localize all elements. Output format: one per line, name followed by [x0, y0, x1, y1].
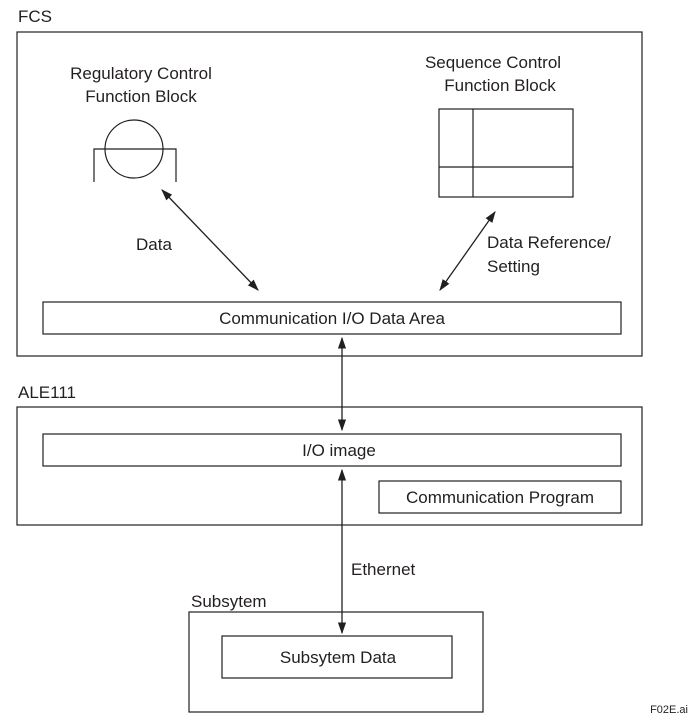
- ale111-box: [16, 406, 643, 526]
- io-image-box: [42, 433, 622, 467]
- comm-io-data-area-label: Communication I/O Data Area: [219, 309, 445, 328]
- subsystem-box: [188, 611, 484, 713]
- ethernet-label: Ethernet: [351, 560, 416, 579]
- regulatory-control-block: Regulatory Control Function Block: [70, 64, 212, 182]
- subsystem-title: Subsytem: [191, 592, 267, 611]
- subsystem-data-box: [221, 635, 453, 679]
- data-reference-label-line1: Data Reference/: [487, 233, 611, 252]
- regulatory-block-symbol-bracket: [93, 148, 177, 182]
- data-arrow: [161, 189, 259, 291]
- comm-program-box: [378, 480, 622, 514]
- data-reference-label-line2: Setting: [487, 257, 540, 276]
- data-label: Data: [136, 235, 172, 254]
- subsystem-data-label: Subsytem Data: [280, 648, 397, 667]
- comm-io-data-area-box: [42, 301, 622, 335]
- comm-program-label: Communication Program: [406, 488, 594, 507]
- ale111-title: ALE111: [18, 383, 76, 402]
- regulatory-block-label-line2: Function Block: [85, 87, 197, 106]
- sequence-block-label-line1: Sequence Control: [425, 53, 561, 72]
- sequence-block-table: [438, 108, 574, 198]
- io-image-label: I/O image: [302, 441, 376, 460]
- fcs-title: FCS: [18, 7, 52, 26]
- regulatory-block-label-line1: Regulatory Control: [70, 64, 212, 83]
- sequence-control-block: Sequence Control Function Block: [425, 53, 574, 198]
- sequence-block-label-line2: Function Block: [444, 76, 556, 95]
- fcs-box: [16, 31, 643, 357]
- file-code: F02E.ai: [650, 704, 688, 716]
- data-reference-arrow: [439, 211, 496, 291]
